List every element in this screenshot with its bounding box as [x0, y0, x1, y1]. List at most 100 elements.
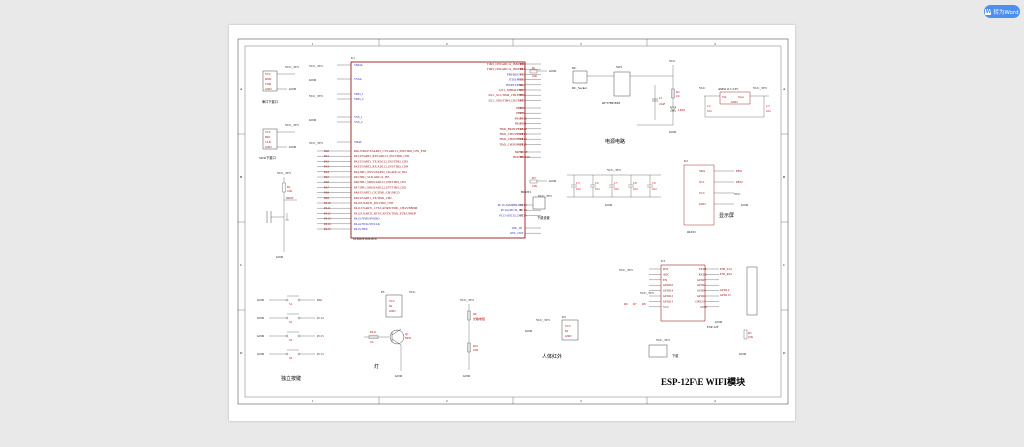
- dc-jack-part: DC_Socket: [572, 86, 587, 90]
- mcu-left-pin-label: PA8/USART1_CK/TIM1_CH1/MCO: [354, 191, 400, 195]
- key-net-label: PC13: [317, 352, 324, 356]
- ldr-vcc-net: VCC_3V3: [460, 298, 474, 302]
- esp-net-label: ESP_Txd: [720, 267, 732, 271]
- frame-col-top: 1: [312, 42, 314, 46]
- key-gnd-net: GND: [257, 334, 265, 338]
- esp-gnd-net: GND: [715, 320, 723, 324]
- frame-row-right: D: [783, 351, 786, 355]
- pir-pin-vcc: VCC: [565, 324, 571, 328]
- mcu-right-pin-label: TIM1_CH2N/PB14: [499, 137, 523, 141]
- reset-gnd-net: GND: [276, 255, 284, 259]
- mcu-right-pin-label: PB2/BOOT1: [507, 72, 523, 76]
- switch-part: KFT7BP-8X8: [602, 101, 620, 105]
- mcu-stm32: U1 STM32F103C8T6: [350, 56, 526, 241]
- frame-col-top: 3: [580, 42, 582, 46]
- esp-right-pin-label: GND: [700, 305, 707, 309]
- mcu-right-pin-label: TIM3_CH3/ADC12_IN8/PB0: [487, 62, 524, 66]
- mcu-right-pin-label: I2C1_SCL/TIM4_CH1/PB6: [488, 93, 523, 97]
- reset-circuit: VCC_3V3 R1 10K NRST GND: [266, 171, 297, 259]
- c3-ref: C3: [766, 104, 770, 108]
- pot-ref: R10: [473, 344, 479, 348]
- mcu-right-net-label: PB13: [520, 132, 527, 136]
- frame-row-left: A: [240, 87, 243, 91]
- convert-to-word-button[interactable]: W 转为Word: [984, 5, 1020, 18]
- frame-col-bottom: 4: [714, 399, 716, 403]
- regulator-vout: Vout: [738, 95, 744, 99]
- esp-net-label: ESP_Rxd: [720, 272, 732, 276]
- frame-col-top: 4: [714, 42, 716, 46]
- decoupling-cap-ref: C6: [595, 181, 599, 185]
- mcu-right-pin-label: PC15-OSC32_OUT: [499, 213, 523, 217]
- esp-left-pin-label: EN: [663, 278, 668, 282]
- mcu-left-pin-label: VBAT: [354, 140, 362, 144]
- lamp-gnd-net: GND: [395, 374, 403, 378]
- serial-pin-label: GND: [265, 87, 272, 91]
- swd-port-connector: VCC_3V3 GND SWD下载口: [259, 123, 299, 160]
- oled-pin-label: GND: [699, 202, 706, 206]
- power-gnd-net: GND: [669, 130, 677, 134]
- decap-gnd-net: GND: [605, 203, 613, 207]
- mcu-left-pin-label: PA12/USART1_RTS/CANTX/TIM1_ETR/USBDP: [354, 211, 416, 215]
- mcu-right-pin-label: TIM1_CH1N/PB13: [499, 132, 523, 136]
- frame-row-right: B: [783, 175, 785, 179]
- mcu-left-pin-label: PA3/USART2_RX/ADC12_IN3/TIM2_CH4: [354, 165, 409, 169]
- convert-to-word-label: 转为Word: [993, 9, 1019, 16]
- mcu-right-pin-label: JNTRST/PB4: [506, 83, 523, 87]
- esp-ref: U3: [661, 259, 665, 263]
- esp-vcc-net-2: VCC_3V3: [640, 291, 654, 295]
- oled-net-label: PB11: [736, 169, 743, 173]
- mcu-part: STM32F103C8T6: [353, 237, 377, 241]
- serial-pin-label: RXD: [265, 77, 272, 81]
- esp-left-pin-label: VCC: [663, 305, 669, 309]
- mcu-right-pin-label: PB8: [516, 106, 522, 110]
- key-ref: S2: [289, 320, 293, 324]
- mcu-left-pin-label: PA5/SPI1_SCK/ADC12_IN5: [354, 175, 390, 179]
- regulator-gnd: GND: [731, 100, 738, 104]
- mcu-right-pin-label: TIM1_BKIN/PB12: [499, 127, 523, 131]
- mcu-right-net-label: PB12: [520, 127, 527, 131]
- mcu-left-pin-label: PA2/USART2_TX/ADC12_IN2/TIM2_CH3: [354, 159, 408, 163]
- frame-row-left: D: [240, 351, 243, 355]
- regulator-vcc-in: VCC: [699, 86, 706, 90]
- ldr-gnd-net: GND: [463, 374, 471, 378]
- mcu-right-pin-label: BOOT0: [513, 155, 523, 159]
- mcu-right-net-label: PC13: [520, 203, 527, 207]
- oled-pin-label: VCC: [699, 191, 705, 195]
- lamp-connector-ref: P3: [381, 290, 385, 294]
- esp-pullup-ref: R8: [642, 302, 646, 306]
- key-net-label: PA0: [317, 298, 323, 302]
- boot-vcc-net: VCC_3V3: [538, 194, 552, 198]
- mcu-right-pin-label: I2C1_SDA/TIM4_CH2/PB7: [488, 98, 523, 102]
- key-gnd-net: GND: [257, 298, 265, 302]
- power-vcc-net: VCC: [669, 59, 676, 63]
- esp-right-pin-label: GPIO2: [697, 294, 706, 298]
- mcu-right-net-label: PC15: [520, 213, 527, 217]
- esp-right-pin-label: RXD0: [699, 272, 707, 276]
- oled-vcc-net: VCC: [734, 192, 741, 196]
- reset-net: NRST: [286, 196, 294, 200]
- pir-vcc-net: VCC_3V3: [536, 318, 550, 322]
- ldr-ref: R9: [473, 312, 477, 316]
- mcu-left-pin-label: VSSA: [354, 77, 363, 81]
- decoupling-cap-ref: C8: [633, 181, 637, 185]
- key-gnd-net: GND: [257, 316, 265, 320]
- lamp-base-net: PA11: [370, 330, 377, 334]
- mcu-right-net-label: PB9: [520, 111, 526, 115]
- r5-value: 10K: [748, 335, 754, 339]
- mcu-right-pin-label: TIM3_CH4/ADC12_IN9/PB1: [487, 67, 524, 71]
- swd-pin-label: DIO: [265, 135, 271, 139]
- mcu-right-net-label: PB6: [520, 93, 526, 97]
- mcu-left-pin-label: PA4/SPI1_NSS/USART2_CK/ADC12_IN4: [354, 170, 407, 174]
- swd-pin-label: VCC: [265, 130, 271, 134]
- mcu-power-net: VCC_3V3: [309, 94, 323, 98]
- oled-pin-label: SCL: [699, 180, 705, 184]
- decoupling-cap-ref: C9: [652, 181, 656, 185]
- mcu-right-net-label: PB7: [520, 98, 526, 102]
- frame-col-bottom: 1: [312, 399, 314, 403]
- frame-col-bottom: 2: [446, 399, 448, 403]
- decoupling-cap-value: 104: [633, 187, 638, 191]
- esp-left-pin-label: RST: [663, 267, 669, 271]
- frame-col-bottom: 3: [580, 399, 582, 403]
- regulator-vin: Vin: [722, 95, 727, 99]
- esp-vcc-net: VCC_3V3: [619, 268, 633, 272]
